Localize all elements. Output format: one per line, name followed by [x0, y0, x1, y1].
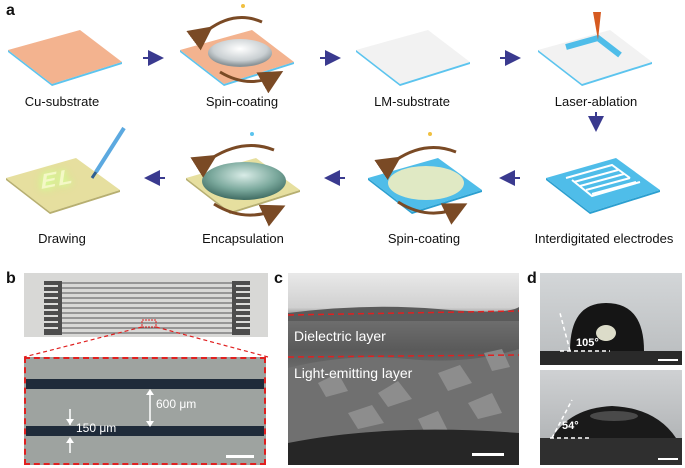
label-150-um: 150 μm [76, 421, 117, 435]
label-light-emitting-layer: Light-emitting layer [294, 365, 413, 381]
interdigitated-lines [44, 281, 250, 335]
panel-d-letter: d [527, 270, 537, 287]
panel-c-sem-image: Dielectric layer Light-emitting layer [288, 273, 519, 465]
interdigitated-electrodes-plate [546, 158, 660, 214]
panel-a-letter: a [6, 2, 15, 19]
spin-coating-plate-2 [368, 132, 482, 225]
droplet-54 [540, 399, 682, 465]
panel-b-device-photo [24, 273, 268, 337]
drawing-plate [6, 126, 126, 214]
label-cu-substrate: Cu-substrate [24, 94, 100, 109]
panel-d-contact-angle-105: 105° [540, 273, 682, 365]
electrode-gap-2 [26, 426, 264, 436]
droplet-105 [540, 303, 682, 365]
label-lm-substrate: LM-substrate [374, 94, 450, 109]
lm-substrate-plate [356, 30, 470, 86]
encapsulation-plate [186, 132, 300, 227]
dimension-arrows [66, 389, 254, 458]
label-interdigitated-electrodes: Interdigitated electrodes [534, 231, 674, 246]
angle-105-label: 105° [576, 337, 599, 349]
panel-b-zoom-photo: 600 μm 150 μm [24, 357, 266, 465]
label-spin-coating-2: Spin-coating [387, 231, 461, 246]
spin-coating-plate-1 [180, 4, 294, 94]
cu-substrate-plate [8, 30, 122, 86]
angle-54-label: 54° [562, 420, 579, 432]
electrode-gap-1 [26, 379, 264, 389]
label-dielectric-layer: Dielectric layer [294, 328, 386, 344]
label-600-um: 600 μm [156, 397, 197, 411]
panel-d-contact-angle-54: 54° [540, 370, 682, 465]
sem-texture [288, 306, 519, 465]
label-spin-coating-1: Spin-coating [205, 94, 279, 109]
label-laser-ablation: Laser-ablation [554, 94, 638, 109]
laser-ablation-plate [538, 12, 652, 86]
panel-c-letter: c [274, 270, 283, 287]
label-encapsulation: Encapsulation [202, 231, 284, 246]
label-drawing: Drawing [38, 231, 86, 246]
panel-b-letter: b [6, 270, 16, 287]
